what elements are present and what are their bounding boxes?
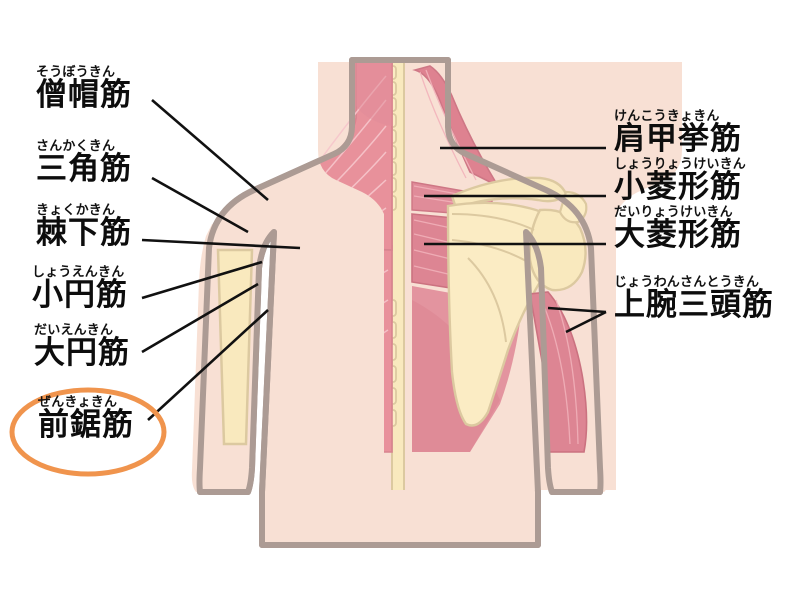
kanji-serratus-anterior: 前鋸筋 [38, 407, 134, 443]
label-triceps-brachii[interactable]: じょうわんさんとうきん 上腕三頭筋 [614, 276, 774, 321]
serratus-highlight-ellipse [9, 387, 167, 477]
body-outline [196, 57, 604, 548]
kanji-levator-scapulae: 肩甲挙筋 [614, 121, 742, 157]
label-trapezius[interactable]: そうぼうきん 僧帽筋 [36, 66, 132, 111]
label-rhomboid-major[interactable]: だいりょうけいきん 大菱形筋 [614, 206, 742, 251]
furigana-rhomboid-minor: しょうりょうけいきん [614, 157, 747, 172]
furigana-infraspinatus: きょくかきん [36, 203, 116, 218]
kanji-deltoid: 三角筋 [36, 151, 132, 187]
leader-triceps-2 [547, 306, 607, 314]
kanji-rhomboid-major: 大菱形筋 [614, 217, 742, 253]
leader-infraspinatus [141, 238, 301, 250]
furigana-serratus-anterior: ぜんきょきん [38, 395, 118, 410]
leader-teres-minor [141, 260, 263, 300]
label-infraspinatus[interactable]: きょくかきん 棘下筋 [36, 204, 132, 249]
kanji-infraspinatus: 棘下筋 [36, 215, 132, 251]
kanji-teres-minor: 小円筋 [32, 277, 128, 313]
kanji-triceps-brachii: 上腕三頭筋 [614, 287, 774, 323]
leader-teres-major [141, 282, 259, 354]
leader-triceps [565, 310, 607, 334]
kanji-rhomboid-minor: 小菱形筋 [614, 169, 742, 205]
label-teres-minor[interactable]: しょうえんきん 小円筋 [32, 266, 128, 311]
label-deltoid[interactable]: さんかくきん 三角筋 [36, 140, 132, 185]
furigana-teres-minor: しょうえんきん [32, 265, 125, 280]
furigana-triceps-brachii: じょうわんさんとうきん [614, 275, 760, 290]
furigana-deltoid: さんかくきん [36, 139, 116, 154]
kanji-teres-major: 大円筋 [34, 335, 130, 371]
label-rhomboid-minor[interactable]: しょうりょうけいきん 小菱形筋 [614, 158, 746, 203]
furigana-teres-major: だいえんきん [34, 323, 114, 338]
leader-serratus [147, 309, 269, 421]
furigana-trapezius: そうぼうきん [36, 65, 116, 80]
label-levator-scapulae[interactable]: けんこうきょきん 肩甲挙筋 [614, 110, 742, 155]
leader-deltoid [151, 176, 249, 234]
kanji-trapezius: 僧帽筋 [36, 77, 132, 113]
furigana-rhomboid-major: だいりょうけいきん [614, 205, 733, 220]
label-serratus-anterior[interactable]: ぜんきょきん 前鋸筋 [38, 396, 134, 441]
furigana-levator-scapulae: けんこうきょきん [614, 109, 720, 124]
leader-lines [141, 99, 607, 421]
label-teres-major[interactable]: だいえんきん 大円筋 [34, 324, 130, 369]
leader-trapezius [151, 99, 269, 201]
